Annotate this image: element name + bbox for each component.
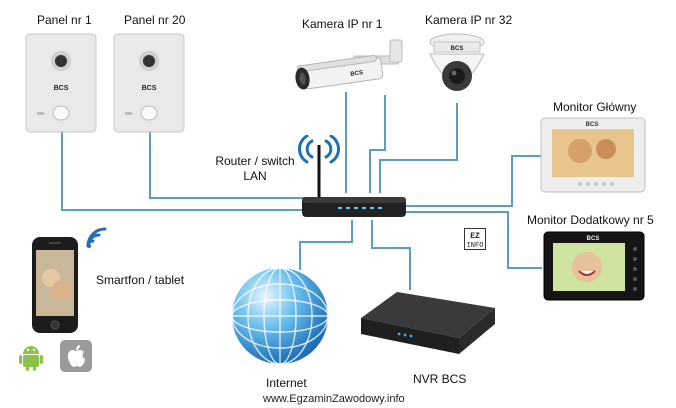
wire-nvr bbox=[371, 220, 411, 290]
wire-camera32-b bbox=[379, 103, 458, 193]
panel20-label: Panel nr 20 bbox=[124, 13, 186, 27]
ez-info-logo: EZ INFO bbox=[464, 228, 486, 250]
monitor-extra-brand: BCS bbox=[587, 236, 600, 242]
smartphone bbox=[32, 237, 78, 333]
wire-monitor-extra bbox=[404, 211, 542, 269]
panel1-label: Panel nr 1 bbox=[37, 13, 92, 27]
watermark-text: www.EgzaminZawodowy.info bbox=[263, 393, 405, 405]
router-switch bbox=[298, 135, 406, 217]
router-label-line1: Router / switch bbox=[215, 154, 295, 168]
camera1-label: Kamera IP nr 1 bbox=[302, 17, 383, 31]
monitor-main-label: Monitor Główny bbox=[553, 100, 637, 114]
internet-globe-icon bbox=[231, 267, 329, 365]
router-label-line2: LAN bbox=[243, 169, 267, 183]
monitor-extra-label: Monitor Dodatkowy nr 5 bbox=[527, 213, 654, 227]
info-logo-text: INFO bbox=[467, 242, 484, 250]
apple-icon bbox=[60, 340, 92, 372]
monitor-main: BCS bbox=[540, 117, 646, 193]
monitor-main-screen bbox=[552, 129, 634, 177]
ip-camera-dome: BCS bbox=[429, 33, 485, 91]
ez-logo-text: EZ bbox=[470, 232, 480, 241]
intercom-panel-20: BCS bbox=[113, 33, 185, 133]
smartphone-label: Smartfon / tablet bbox=[96, 273, 185, 287]
wire-panel20 bbox=[149, 132, 304, 199]
router-label: Router / switch LAN bbox=[200, 154, 310, 184]
wire-monitor-main bbox=[404, 155, 542, 207]
camera32-brand: BCS bbox=[451, 46, 464, 52]
wire-panel1 bbox=[61, 132, 304, 211]
intercom-panel-1: BCS bbox=[25, 33, 97, 133]
wire-camera32-a bbox=[369, 95, 386, 193]
nvr-label: NVR BCS bbox=[413, 372, 467, 386]
ip-camera-bullet: BCS bbox=[295, 39, 403, 90]
camera32-label: Kamera IP nr 32 bbox=[425, 13, 513, 27]
smartphone-wifi-icon bbox=[86, 227, 107, 248]
wire-internet bbox=[299, 220, 353, 270]
monitor-main-brand: BCS bbox=[586, 122, 599, 128]
panel1-brand: BCS bbox=[54, 85, 69, 92]
nvr-recorder bbox=[361, 292, 495, 354]
panel20-brand: BCS bbox=[142, 85, 157, 92]
internet-label: Internet bbox=[266, 376, 307, 390]
router-wifi-icon bbox=[298, 135, 341, 164]
android-icon bbox=[19, 346, 43, 371]
monitor-extra: BCS bbox=[543, 231, 645, 301]
camera1-brand: BCS bbox=[350, 70, 363, 78]
